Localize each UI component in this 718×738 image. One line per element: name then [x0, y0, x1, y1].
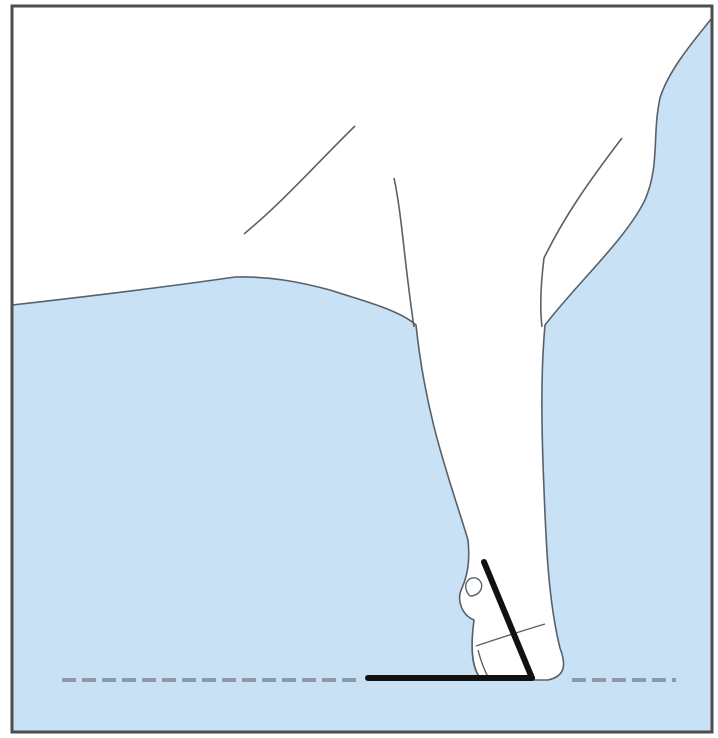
diagram-canvas — [0, 0, 718, 738]
hoof-angle-diagram — [0, 0, 718, 738]
